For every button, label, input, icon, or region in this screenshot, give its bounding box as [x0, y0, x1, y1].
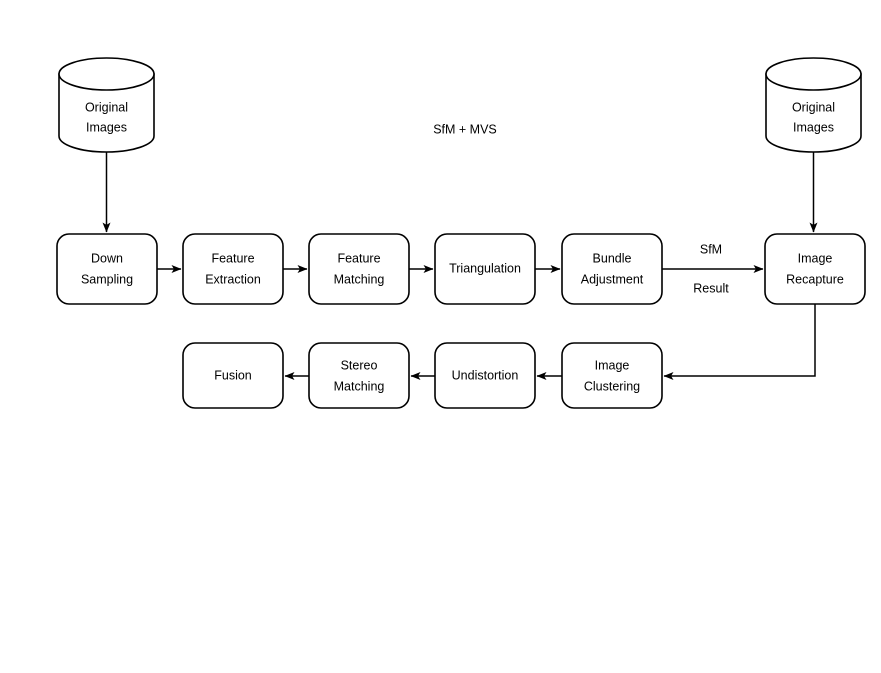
node-label-line2: Clustering: [584, 379, 640, 393]
cylinder-body: [765, 73, 862, 153]
cylinder-body: [58, 73, 155, 153]
node-label-line1: Image: [595, 358, 630, 372]
cylinder-top-ellipse: [58, 57, 155, 91]
node-box: [56, 233, 158, 305]
diagram-title: SfM + MVS: [433, 122, 497, 136]
datastore-label-line1: Original: [792, 100, 835, 114]
node-label-line2: Recapture: [786, 272, 844, 286]
node-label-line1: Triangulation: [449, 261, 521, 275]
node-image-clustering[interactable]: Image Clustering: [561, 342, 663, 409]
node-box: [561, 342, 663, 409]
node-label-line1: Undistortion: [452, 368, 519, 382]
node-triangulation[interactable]: Triangulation: [434, 233, 536, 305]
node-undistortion[interactable]: Undistortion: [434, 342, 536, 409]
datastore-label-line2: Images: [793, 120, 834, 134]
datastore-label-line2: Images: [86, 120, 127, 134]
datastore-original-images-right[interactable]: Original Images: [765, 57, 862, 153]
node-box: [434, 342, 536, 409]
node-bundle-adjustment[interactable]: Bundle Adjustment: [561, 233, 663, 305]
edge-label-result: Result: [693, 281, 729, 295]
node-label-line2: Matching: [334, 272, 385, 286]
edge-image-recapture-to-image-clustering: [663, 304, 816, 380]
node-stereo-matching[interactable]: Stereo Matching: [308, 342, 410, 409]
node-label-line2: Adjustment: [581, 272, 644, 286]
node-label-line2: Sampling: [81, 272, 133, 286]
edge-label-sfm: SfM: [700, 242, 722, 256]
cylinder-top-ellipse: [765, 57, 862, 91]
node-label-line2: Extraction: [205, 272, 261, 286]
node-box: [764, 233, 866, 305]
node-down-sampling[interactable]: Down Sampling: [56, 233, 158, 305]
node-label-line1: Feature: [211, 251, 254, 265]
node-label-line1: Feature: [337, 251, 380, 265]
node-label-line1: Image: [798, 251, 833, 265]
node-label-line1: Bundle: [593, 251, 632, 265]
datastore-label-line1: Original: [85, 100, 128, 114]
node-label-line1: Stereo: [341, 358, 378, 372]
edge-layer: [102, 152, 818, 380]
node-box: [182, 233, 284, 305]
node-label-line1: Down: [91, 251, 123, 265]
node-fusion[interactable]: Fusion: [182, 342, 284, 409]
node-box: [434, 233, 536, 305]
node-box: [561, 233, 663, 305]
node-feature-matching[interactable]: Feature Matching: [308, 233, 410, 305]
node-label-line1: Fusion: [214, 368, 252, 382]
node-label-line2: Matching: [334, 379, 385, 393]
node-feature-extraction[interactable]: Feature Extraction: [182, 233, 284, 305]
datastore-original-images-left[interactable]: Original Images: [58, 57, 155, 153]
node-box: [308, 342, 410, 409]
node-image-recapture[interactable]: Image Recapture: [764, 233, 866, 305]
node-box: [308, 233, 410, 305]
node-box: [182, 342, 284, 409]
